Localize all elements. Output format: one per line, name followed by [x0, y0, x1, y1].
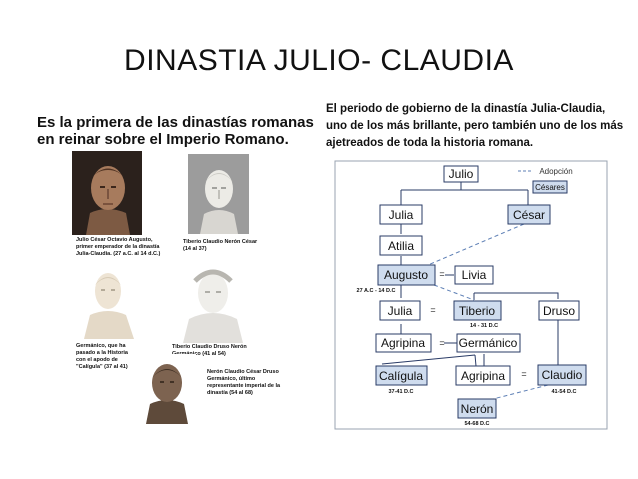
augusto-portrait — [72, 151, 142, 235]
node-julio: Julio — [449, 167, 474, 181]
node-livia-box — [454, 265, 494, 285]
node-claudio-box — [537, 364, 587, 386]
description-text: El periodo de gobierno de la dinastía Ju… — [326, 103, 624, 149]
node-agripina2: Agripina — [461, 369, 505, 383]
node-claudio: Claudio — [542, 368, 583, 382]
node-agripina1: Agripina — [381, 336, 425, 350]
node-agripina1-box — [375, 333, 432, 353]
claudio-caption: Tiberio Claudio Druso Nerón Germánico (4… — [172, 344, 247, 357]
node-tiberio: Tiberio — [459, 304, 496, 318]
intro-text: Es la primera de las dinastías romanas e… — [37, 114, 314, 148]
equals-agripina-claudio: = — [521, 369, 526, 379]
node-germanico-box — [456, 333, 521, 353]
node-druso: Druso — [543, 304, 575, 318]
node-julio-box — [443, 165, 479, 183]
equals-agripina-germanico: = — [439, 338, 444, 348]
node-cesar-box — [507, 204, 551, 225]
adoption-connectors — [420, 223, 549, 401]
node-augusto-box — [377, 264, 436, 286]
date-neron: 54-68 D.C — [464, 421, 489, 427]
claudio-portrait — [175, 261, 251, 343]
node-neron-box — [457, 398, 497, 419]
node-augusto: Augusto — [384, 268, 428, 282]
node-caligula: Calígula — [379, 369, 423, 383]
node-neron: Nerón — [461, 402, 494, 416]
date-augusto: 27 A.C - 14 D.C — [357, 288, 396, 294]
equals-julia-tiberio: = — [430, 305, 435, 315]
tiberio-portrait — [188, 154, 249, 234]
date-tiberio: 14 - 31 D.C — [470, 323, 498, 329]
node-atilia-box — [379, 235, 423, 256]
node-julia2: Julia — [388, 304, 413, 318]
node-tiberio-box — [453, 300, 502, 321]
node-caligula-box — [375, 365, 428, 386]
augusto-caption: Julio César Octavio Augusto, primer empe… — [76, 237, 161, 257]
node-julia1-box — [379, 204, 423, 225]
neron-caption: Nerón Claudio César Druso Germánico, últ… — [207, 369, 281, 396]
family-tree: Adopción Césares = = = = Julio Julia Cés… — [334, 160, 608, 430]
node-julia2-box — [379, 300, 421, 321]
equals-augusto-livia: = — [439, 269, 444, 279]
legend-adoption-label: Adopción — [539, 167, 572, 176]
node-agripina2-box — [455, 365, 511, 386]
germanico-portrait — [78, 261, 139, 339]
node-druso-box — [538, 300, 580, 321]
node-germanico: Germánico — [459, 336, 518, 350]
neron-portrait — [138, 354, 196, 424]
germanico-caption: Germánico, que ha pasado a la Historia c… — [76, 343, 128, 370]
date-caligula: 37-41 D.C — [388, 389, 413, 395]
node-julia1: Julia — [389, 208, 414, 222]
legend-caesars-label: Césares — [535, 183, 565, 192]
legend-caesars-swatch — [532, 180, 568, 194]
node-cesar: César — [513, 208, 545, 222]
date-claudio: 41-54 D.C — [551, 389, 576, 395]
slide-title: DINASTIA JULIO- CLAUDIA — [124, 44, 514, 77]
node-atilia: Atilia — [388, 239, 414, 253]
family-connectors — [381, 180, 559, 367]
node-livia: Livia — [462, 268, 487, 282]
tiberio-caption: Tiberio Claudio Nerón César (14 al 37) — [183, 239, 258, 252]
